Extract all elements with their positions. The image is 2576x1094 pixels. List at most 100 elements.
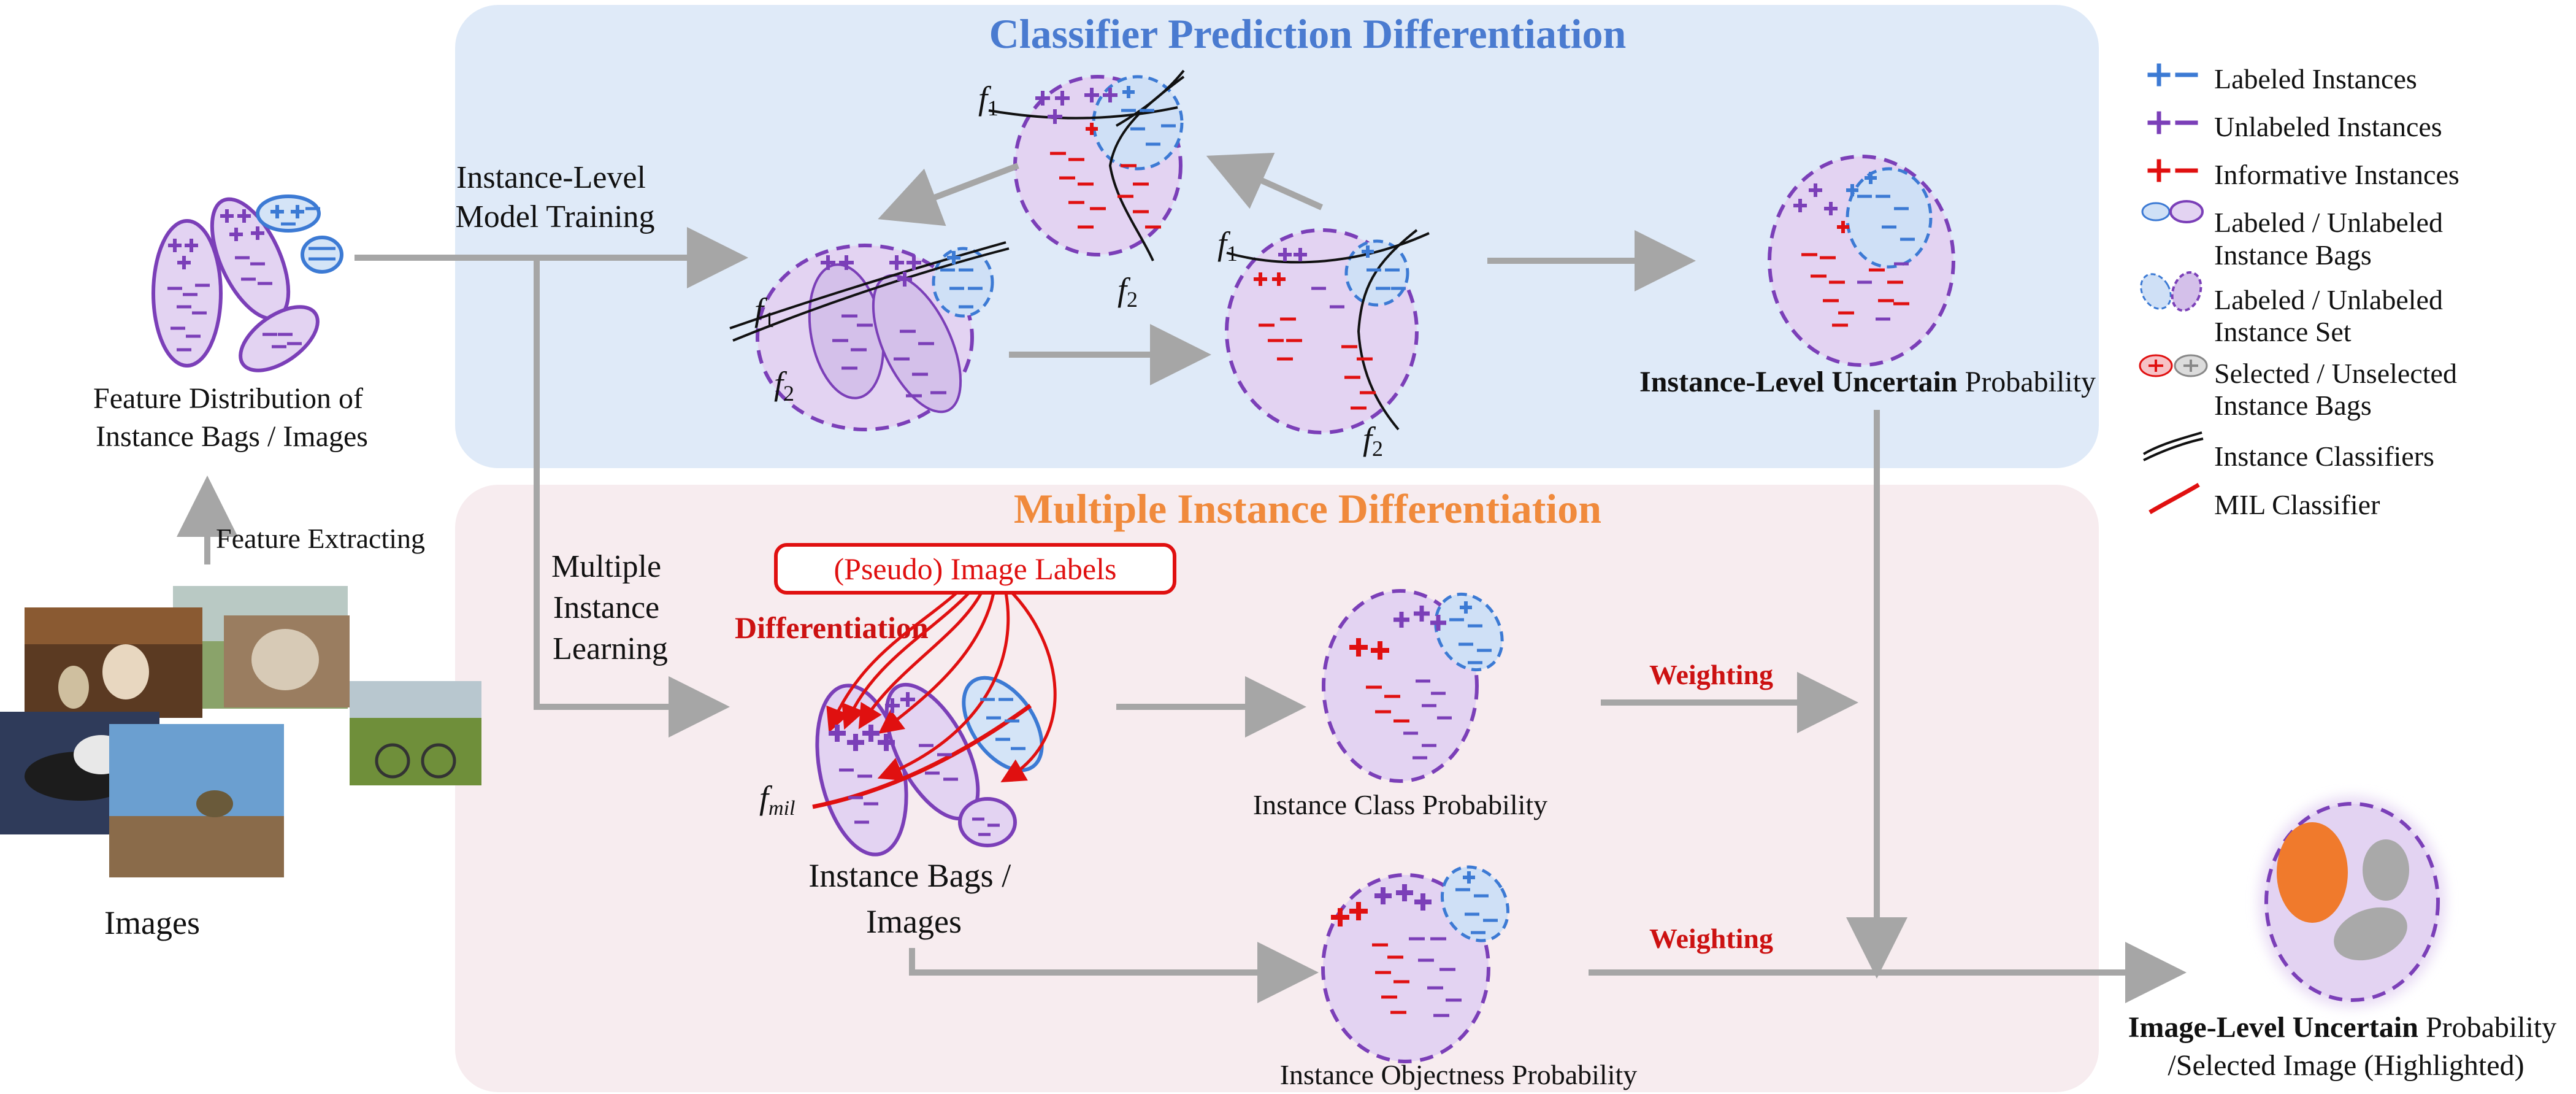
legend-label: Instance Set — [2214, 316, 2352, 347]
informative-instances-icon — [2147, 159, 2198, 182]
instance-symbols — [821, 86, 1915, 1017]
plus-instance-icon — [1278, 248, 1292, 261]
plus-instance-icon — [1460, 601, 1472, 614]
feature-distribution-instances — [167, 205, 335, 352]
plus-instance-icon — [1371, 641, 1389, 660]
plus-instance-icon — [1122, 86, 1135, 98]
legend-label: Informative Instances — [2214, 159, 2459, 190]
legend-label: MIL Classifier — [2214, 489, 2380, 520]
legend-label: Instance Bags — [2214, 239, 2372, 271]
plus-instance-icon — [1349, 902, 1368, 920]
plus-instance-icon — [847, 734, 864, 751]
plus-instance-icon — [1396, 884, 1413, 901]
images-caption: Images — [104, 904, 200, 941]
selected-bags-icon — [2139, 354, 2208, 377]
plus-instance-icon — [900, 692, 915, 707]
selected-image-output — [2259, 796, 2445, 1007]
plus-instance-icon — [1084, 88, 1099, 102]
plus-instance-icon — [821, 255, 835, 270]
legend-label: Labeled / Unlabeled — [2214, 284, 2443, 315]
plus-instance-icon — [1362, 245, 1374, 258]
plus-instance-icon — [270, 205, 284, 218]
plus-instance-icon — [251, 226, 264, 240]
plus-instance-icon — [1254, 272, 1267, 286]
weighting-label-1: Weighting — [1649, 659, 1773, 690]
legend — [2139, 63, 2208, 515]
arrow-bags-to-objectness — [909, 942, 1319, 1003]
plus-instance-icon — [1393, 612, 1409, 628]
training-label: Instance-Level Model Training — [455, 160, 654, 234]
pseudo-labels-box — [774, 543, 1176, 595]
plus-instance-icon — [1463, 871, 1475, 884]
mil-classifier-icon — [2149, 482, 2200, 515]
classifiers-initial — [729, 241, 1010, 342]
input-images-collage — [0, 586, 481, 877]
plus-instance-icon — [1793, 199, 1807, 212]
feature-distribution-cluster — [151, 195, 343, 372]
plus-instance-icon — [947, 251, 960, 264]
feature-extracting-label: Feature Extracting — [216, 523, 425, 554]
legend-label: Labeled Instances — [2214, 63, 2417, 94]
classifier-panel-title: Classifier Prediction Differentiation — [989, 10, 1627, 57]
objectness-probability-label: Instance Objectness Probability — [1280, 1059, 1638, 1090]
plus-instance-icon — [897, 272, 912, 287]
plus-instance-icon — [862, 725, 880, 742]
instance-classifiers-icon — [2142, 431, 2204, 461]
plus-instance-icon — [185, 239, 198, 252]
class-probability-label: Instance Class Probability — [1253, 789, 1547, 820]
cluster-initial — [756, 244, 994, 431]
plus-instance-icon — [229, 228, 243, 241]
plus-instance-icon — [1331, 908, 1349, 926]
unlabeled-instances-icon — [2147, 111, 2198, 134]
legend-label: Unlabeled Instances — [2214, 111, 2442, 142]
plus-instance-icon — [878, 734, 895, 751]
feature-distribution-label: Feature Distribution of Instance Bags / … — [93, 382, 370, 453]
instance-bags-icon — [2141, 200, 2204, 223]
classifiers-refined — [988, 69, 1185, 261]
arrow-c-to-b — [1206, 153, 1324, 210]
classifiers-discrepancy — [1226, 229, 1430, 431]
bags-caption: Instance Bags / Images — [808, 857, 1019, 940]
pseudo-labels-text: (Pseudo) Image Labels — [834, 552, 1117, 586]
plus-instance-icon — [177, 256, 191, 269]
plus-instance-icon — [1824, 202, 1838, 215]
mil-panel — [455, 485, 2099, 1092]
legend-label: Selected / Unselected — [2214, 358, 2457, 389]
plus-instance-icon — [1414, 893, 1432, 911]
output-label: Image-Level Uncertain Probability /Selec… — [2128, 1011, 2564, 1082]
plus-instance-icon — [237, 209, 251, 223]
plus-instance-icon — [1086, 123, 1098, 135]
legend-label: Instance Bags — [2214, 390, 2372, 421]
pseudo-label-arrows — [826, 591, 1057, 783]
plus-instance-icon — [1349, 638, 1368, 657]
plus-instance-icon — [1035, 91, 1050, 106]
mil-label: Multiple Instance Learning — [551, 549, 669, 666]
to-mil-arrow — [534, 258, 730, 738]
plus-instance-icon — [220, 209, 234, 223]
plus-instance-icon — [889, 255, 904, 270]
labeled-instances-icon — [2147, 63, 2198, 87]
instance-uncertain-label: Instance-Level Uncertain Probability — [1639, 366, 2096, 398]
mil-panel-title: Multiple Instance Differentiation — [1014, 485, 1601, 532]
plus-instance-icon — [1837, 221, 1849, 233]
cluster-uncertain — [1768, 155, 1955, 367]
plus-instance-icon — [1414, 606, 1430, 622]
arrow-b-to-a — [878, 163, 1019, 226]
plus-instance-icon — [1430, 615, 1446, 631]
plus-instance-icon — [168, 239, 182, 252]
plus-instance-icon — [885, 698, 900, 713]
plus-instance-icon — [1865, 172, 1877, 184]
plus-instance-icon — [1809, 183, 1822, 197]
plus-instance-icon — [907, 255, 921, 270]
plus-instance-icon — [839, 255, 854, 270]
legend-label: Labeled / Unlabeled — [2214, 207, 2443, 238]
legend-label: Instance Classifiers — [2214, 441, 2434, 472]
plus-instance-icon — [1846, 184, 1858, 196]
plus-instance-icon — [291, 205, 304, 218]
plus-instance-icon — [1272, 272, 1286, 286]
weighting-label-2: Weighting — [1649, 923, 1773, 954]
plus-instance-icon — [829, 725, 846, 742]
plus-instance-icon — [1048, 109, 1062, 124]
